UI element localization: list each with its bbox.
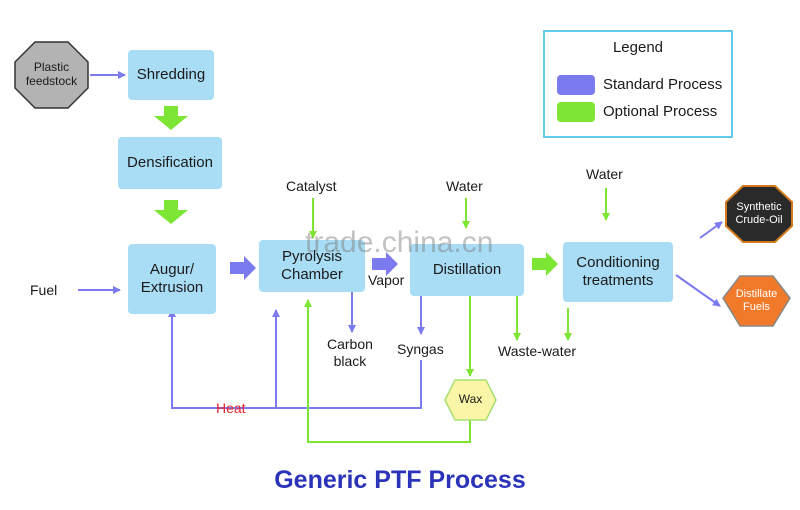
water-conditioning-label: Water	[586, 166, 623, 182]
wax-label: Wax	[458, 392, 483, 407]
syngas-label: Syngas	[397, 341, 444, 357]
wax-recycle-loop	[304, 299, 471, 443]
carbon-black-label: Carbon black	[327, 336, 373, 369]
legend-title: Legend	[612, 39, 664, 56]
distillate-fuels-shape	[722, 275, 791, 327]
conditioning-label: Conditioning treatments	[576, 254, 660, 289]
waste-water-label: Waste-water	[498, 343, 577, 359]
legend-optional-label: Optional Process	[603, 103, 718, 120]
augur-extrusion-label: Augur/ Extrusion	[140, 261, 204, 296]
block-arrow-distillation-conditioning	[532, 252, 558, 276]
pyrolysis-chamber-box: Pyrolysis Chamber	[259, 240, 365, 292]
catalyst-label: Catalyst	[286, 178, 337, 194]
conditioning-box: Conditioning treatments	[563, 242, 673, 302]
water-distillation-label: Water	[446, 178, 483, 194]
diagram-title: Generic PTF Process	[274, 466, 526, 494]
distillation-box: Distillation	[410, 244, 524, 296]
heat-label: Heat	[216, 400, 246, 416]
densification-box: Densification	[118, 137, 222, 189]
synthetic-crude-oil-label: Synthetic Crude-Oil	[735, 201, 783, 226]
arrow-to-distillate	[675, 274, 721, 307]
plastic-feedstock-shape	[14, 41, 89, 109]
densification-label: Densification	[127, 154, 213, 171]
vapor-label: Vapor	[368, 272, 405, 288]
legend-optional-swatch	[557, 102, 595, 122]
watermark: trade.china.cn	[305, 226, 494, 259]
distillate-fuels-label: Distillate Fuels	[735, 288, 778, 313]
legend-standard-swatch	[557, 75, 595, 95]
block-arrow-pyrolysis-distillation	[372, 252, 398, 276]
distillation-label: Distillation	[432, 261, 502, 278]
synthetic-crude-oil-shape	[725, 185, 793, 243]
plastic-feedstock-label: Plastic feedstock	[25, 60, 78, 88]
augur-extrusion-box: Augur/ Extrusion	[128, 244, 216, 314]
heat-loop-line	[168, 309, 422, 409]
pyrolysis-chamber-label: Pyrolysis Chamber	[281, 248, 343, 283]
shredding-label: Shredding	[136, 66, 206, 83]
block-arrow-densification-augur	[154, 200, 188, 224]
fuel-label: Fuel	[30, 282, 58, 298]
arrow-to-crude-oil	[699, 221, 723, 239]
legend-standard-label: Standard Process	[603, 76, 723, 93]
wax-shape	[444, 379, 497, 421]
block-arrow-shredding-densification	[154, 106, 188, 130]
legend: Legend Standard Process Optional Process	[543, 30, 733, 138]
block-arrow-augur-pyrolysis	[230, 256, 256, 280]
shredding-box: Shredding	[128, 50, 214, 100]
